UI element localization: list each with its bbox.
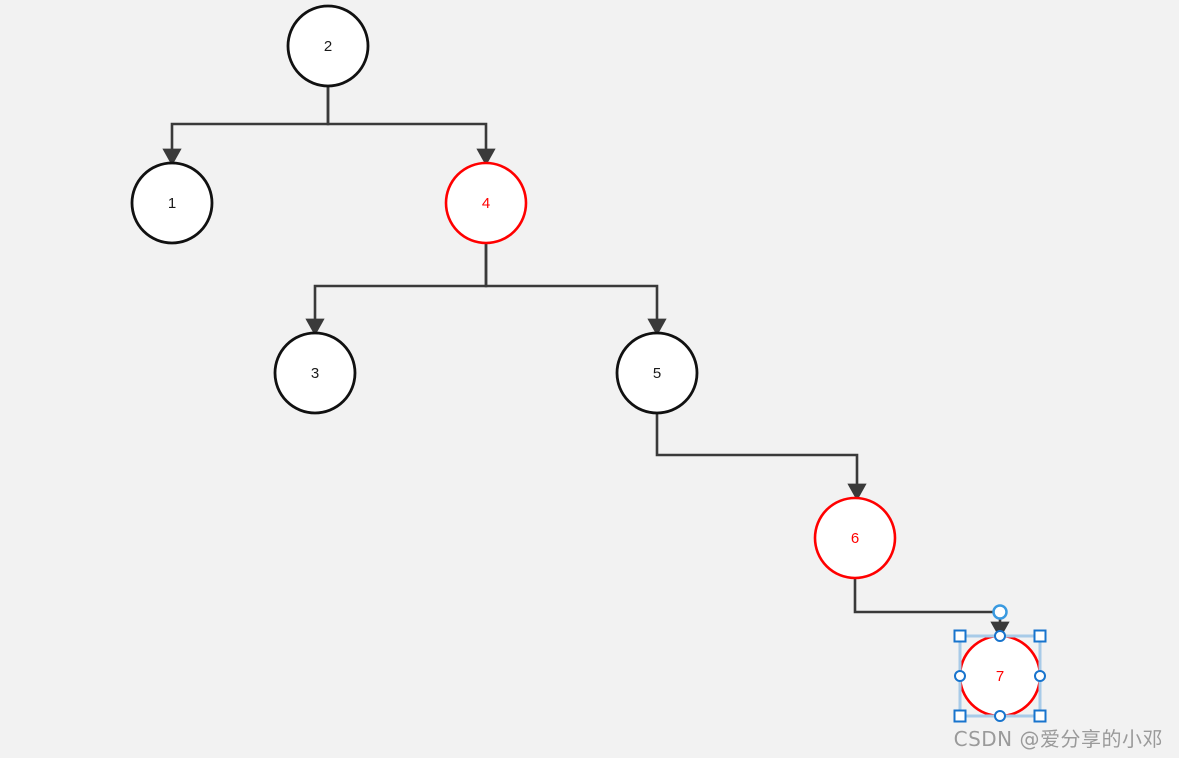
tree-edge[interactable] [655,413,867,501]
node-circle[interactable] [130,161,214,245]
tree-node[interactable]: 3 [273,331,357,415]
handle-right-middle[interactable] [1034,670,1046,682]
handle-top-center[interactable] [994,630,1006,642]
node-label: 2 [324,38,332,55]
tree-node[interactable]: 7 [958,634,1042,718]
tree-edge[interactable] [162,86,330,166]
handle-bottom-right[interactable] [1033,709,1047,723]
tree-edge[interactable] [305,243,488,336]
csdn-watermark: CSDN @爱分享的小邓 [953,727,1163,751]
handle-bottom-center[interactable] [994,710,1006,722]
node-label: 5 [653,365,661,382]
nodes-layer: 2 1 4 3 5 6 7 [130,4,1042,718]
tree-node[interactable]: 2 [286,4,370,88]
handle-top-left[interactable] [953,629,967,643]
node-circle[interactable] [286,4,370,88]
node-label: 6 [851,530,859,547]
node-circle[interactable] [813,496,897,580]
edge-endpoint-handle[interactable] [992,604,1008,620]
tree-node[interactable]: 5 [615,331,699,415]
handle-left-middle[interactable] [954,670,966,682]
node-circle[interactable] [444,161,528,245]
edges-layer [162,86,1010,639]
tree-edge[interactable] [326,86,496,166]
node-label: 3 [311,365,319,382]
node-label: 7 [996,668,1004,685]
handle-bottom-left[interactable] [953,709,967,723]
selection-layer [953,604,1047,723]
handle-top-right[interactable] [1033,629,1047,643]
node-circle[interactable] [615,331,699,415]
tree-node[interactable]: 6 [813,496,897,580]
tree-node[interactable]: 1 [130,161,214,245]
tree-edge[interactable] [853,578,1010,639]
node-label: 1 [168,195,176,212]
node-circle[interactable] [273,331,357,415]
tree-node[interactable]: 4 [444,161,528,245]
node-label: 4 [482,195,490,212]
tree-edge[interactable] [484,243,667,336]
